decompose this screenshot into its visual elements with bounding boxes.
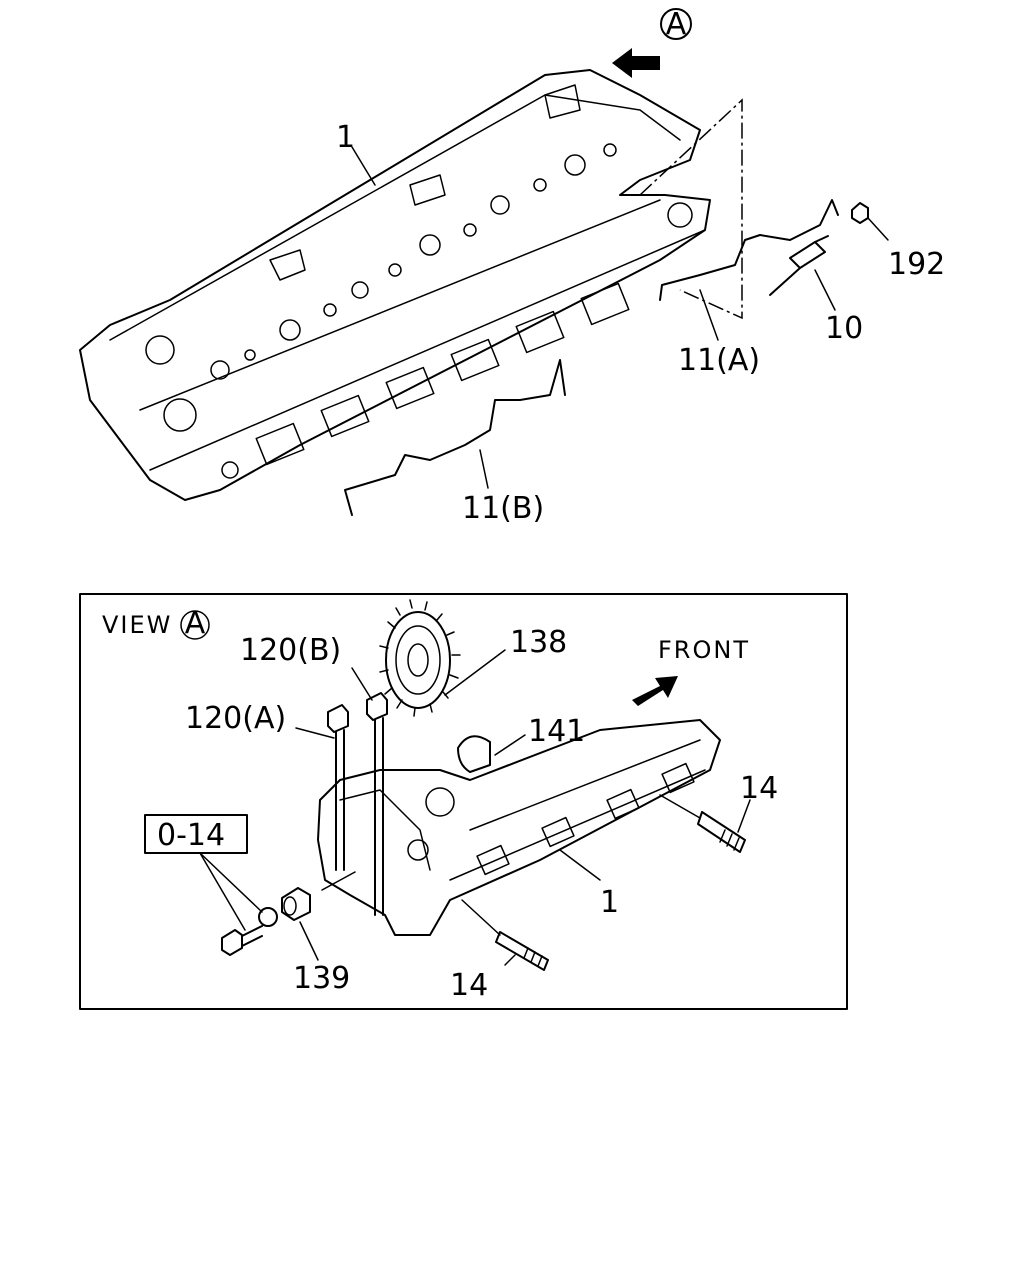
ref-box-label: 0-14: [157, 818, 225, 853]
view-title: VIEW: [102, 611, 172, 639]
bolt-b-label: 120(B): [240, 633, 341, 668]
front-label: FRONT: [658, 636, 750, 664]
view-arrow-a-icon: [612, 8, 692, 78]
view-circle-label: A: [185, 606, 206, 641]
key-label: 141: [528, 714, 585, 749]
bolt-a-label: 120(A): [185, 701, 286, 736]
cylinder-head-top: [79, 69, 711, 501]
view-a-frame: [79, 593, 848, 1010]
connector-a-label: 11(A): [678, 343, 760, 378]
view-circle-icon: [180, 610, 210, 640]
glow-plug-part: [769, 235, 829, 296]
ref-box-frame: [144, 814, 248, 854]
cylinder-head-bottom: [317, 719, 721, 936]
key-part: [457, 735, 491, 773]
stud-right-label: 14: [740, 771, 778, 806]
stud-right-part: [697, 811, 746, 853]
leaders-top: [351, 146, 889, 489]
stud-bottom-part: [495, 931, 549, 971]
stud-bottom-label: 14: [450, 968, 488, 1003]
connector-b-label: 11(B): [462, 491, 544, 526]
view-marker-top: A: [666, 7, 687, 42]
connector-b-part: [344, 359, 566, 516]
glow-plug-label: 10: [825, 311, 863, 346]
gear-label: 138: [510, 625, 567, 660]
ref-bolt-part: [221, 907, 278, 956]
front-arrow-icon: [632, 676, 678, 706]
nut-part: [851, 202, 869, 224]
bushing-part: [281, 887, 311, 921]
connector-a-part: [659, 199, 839, 301]
bushing-label: 139: [293, 961, 350, 996]
cylinder-head-bottom-label: 1: [600, 885, 619, 920]
leaders-bottom: [199, 649, 751, 966]
nut-label: 192: [888, 247, 945, 282]
bolt-a-part: [327, 704, 349, 871]
cylinder-head-top-label: 1: [336, 120, 355, 155]
gear-part: [379, 599, 461, 717]
